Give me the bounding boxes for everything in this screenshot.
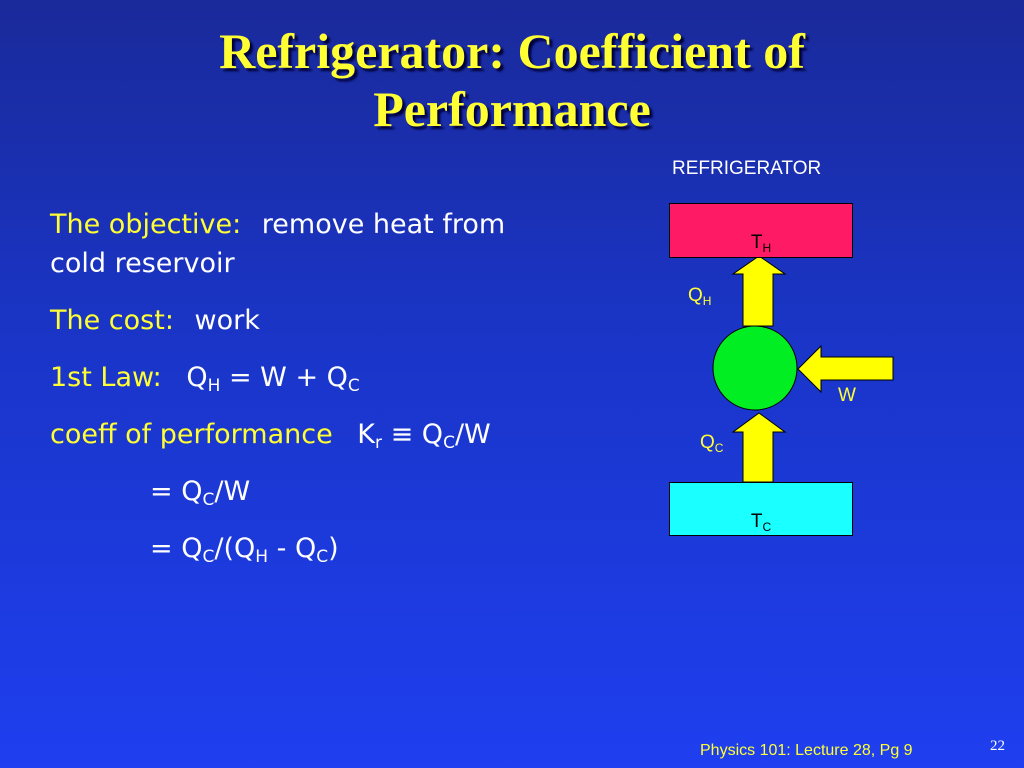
hot-sub: H bbox=[762, 241, 772, 255]
hot-t: T bbox=[750, 232, 763, 253]
first-law-line: 1st Law: QH = W + QC bbox=[50, 361, 360, 395]
hot-reservoir: TH bbox=[669, 203, 853, 258]
eq3-sub-h: H bbox=[255, 547, 269, 567]
qh-sub: H bbox=[702, 294, 712, 308]
cold-reservoir: TC bbox=[669, 482, 853, 536]
coeff-sub-c: C bbox=[443, 433, 455, 453]
coeff-k: K bbox=[357, 419, 375, 450]
coeff-tail: /W bbox=[454, 419, 491, 450]
eq2-tail: /W bbox=[214, 476, 251, 507]
cold-reservoir-label: TC bbox=[751, 497, 771, 533]
diagram-label: REFRIGERATOR bbox=[672, 158, 822, 179]
hot-reservoir-label: TH bbox=[751, 218, 771, 254]
eq3-sub-c2: C bbox=[316, 547, 329, 567]
qh-q: Q bbox=[688, 285, 703, 306]
coeff-line: coeff of performance Kr ≡ QC/W bbox=[50, 418, 491, 452]
first-law-label: 1st Law: bbox=[50, 362, 162, 393]
eq3-close: ) bbox=[328, 533, 339, 564]
coeff-equiv: ≡ bbox=[382, 419, 422, 450]
law-sub-h: H bbox=[207, 376, 221, 396]
law-sub-c: C bbox=[347, 376, 360, 396]
cost-label: The cost: bbox=[50, 305, 174, 336]
law-q: Q bbox=[186, 362, 208, 393]
cold-t: T bbox=[750, 511, 763, 532]
eq3-mid: /(Q bbox=[214, 533, 256, 564]
qc-arrow bbox=[731, 412, 787, 483]
cost-text: work bbox=[194, 305, 260, 336]
eq2-sub-c: C bbox=[202, 490, 215, 510]
cold-sub: C bbox=[762, 520, 772, 534]
work-arrow bbox=[797, 344, 894, 394]
eq3-minus: - Q bbox=[268, 533, 317, 564]
footer-course: Physics 101: Lecture 28, Pg 9 bbox=[700, 742, 913, 759]
coeff-q: Q bbox=[421, 419, 444, 450]
coeff-label: coeff of performance bbox=[50, 419, 333, 450]
qh-arrow bbox=[731, 255, 787, 327]
qh-label: QH bbox=[688, 285, 711, 307]
slide-title: Refrigerator: Coefficient of Performance bbox=[0, 22, 1024, 138]
title-line-1: Refrigerator: Coefficient of bbox=[219, 23, 805, 79]
objective-line: The objective: remove heat from bbox=[50, 208, 505, 242]
objective-line-2: cold reservoir bbox=[50, 247, 235, 281]
equation-3-line: = QC/(QH - QC) bbox=[150, 532, 339, 566]
eq3-pre: = Q bbox=[150, 533, 203, 564]
eq3-sub-c: C bbox=[202, 547, 215, 567]
first-law-equation: QH = W + QC bbox=[186, 362, 360, 396]
law-eq: = W + Q bbox=[220, 362, 348, 393]
coeff-equation: Kr ≡ QC/W bbox=[357, 419, 491, 453]
qc-q: Q bbox=[700, 432, 715, 453]
eq2-pre: = Q bbox=[150, 476, 203, 507]
work-label: W bbox=[838, 385, 856, 406]
objective-text-2: cold reservoir bbox=[50, 248, 235, 279]
coeff-k-sub: r bbox=[375, 433, 382, 453]
cost-line: The cost: work bbox=[50, 304, 260, 338]
page-number: 22 bbox=[990, 738, 1005, 754]
engine-circle bbox=[712, 325, 798, 411]
equation-2-line: = QC/W bbox=[150, 475, 250, 509]
qc-label: QC bbox=[700, 432, 723, 454]
objective-text: remove heat from bbox=[261, 209, 506, 240]
objective-label: The objective: bbox=[50, 209, 242, 240]
title-line-2: Performance bbox=[373, 81, 651, 137]
qc-sub: C bbox=[714, 441, 724, 455]
